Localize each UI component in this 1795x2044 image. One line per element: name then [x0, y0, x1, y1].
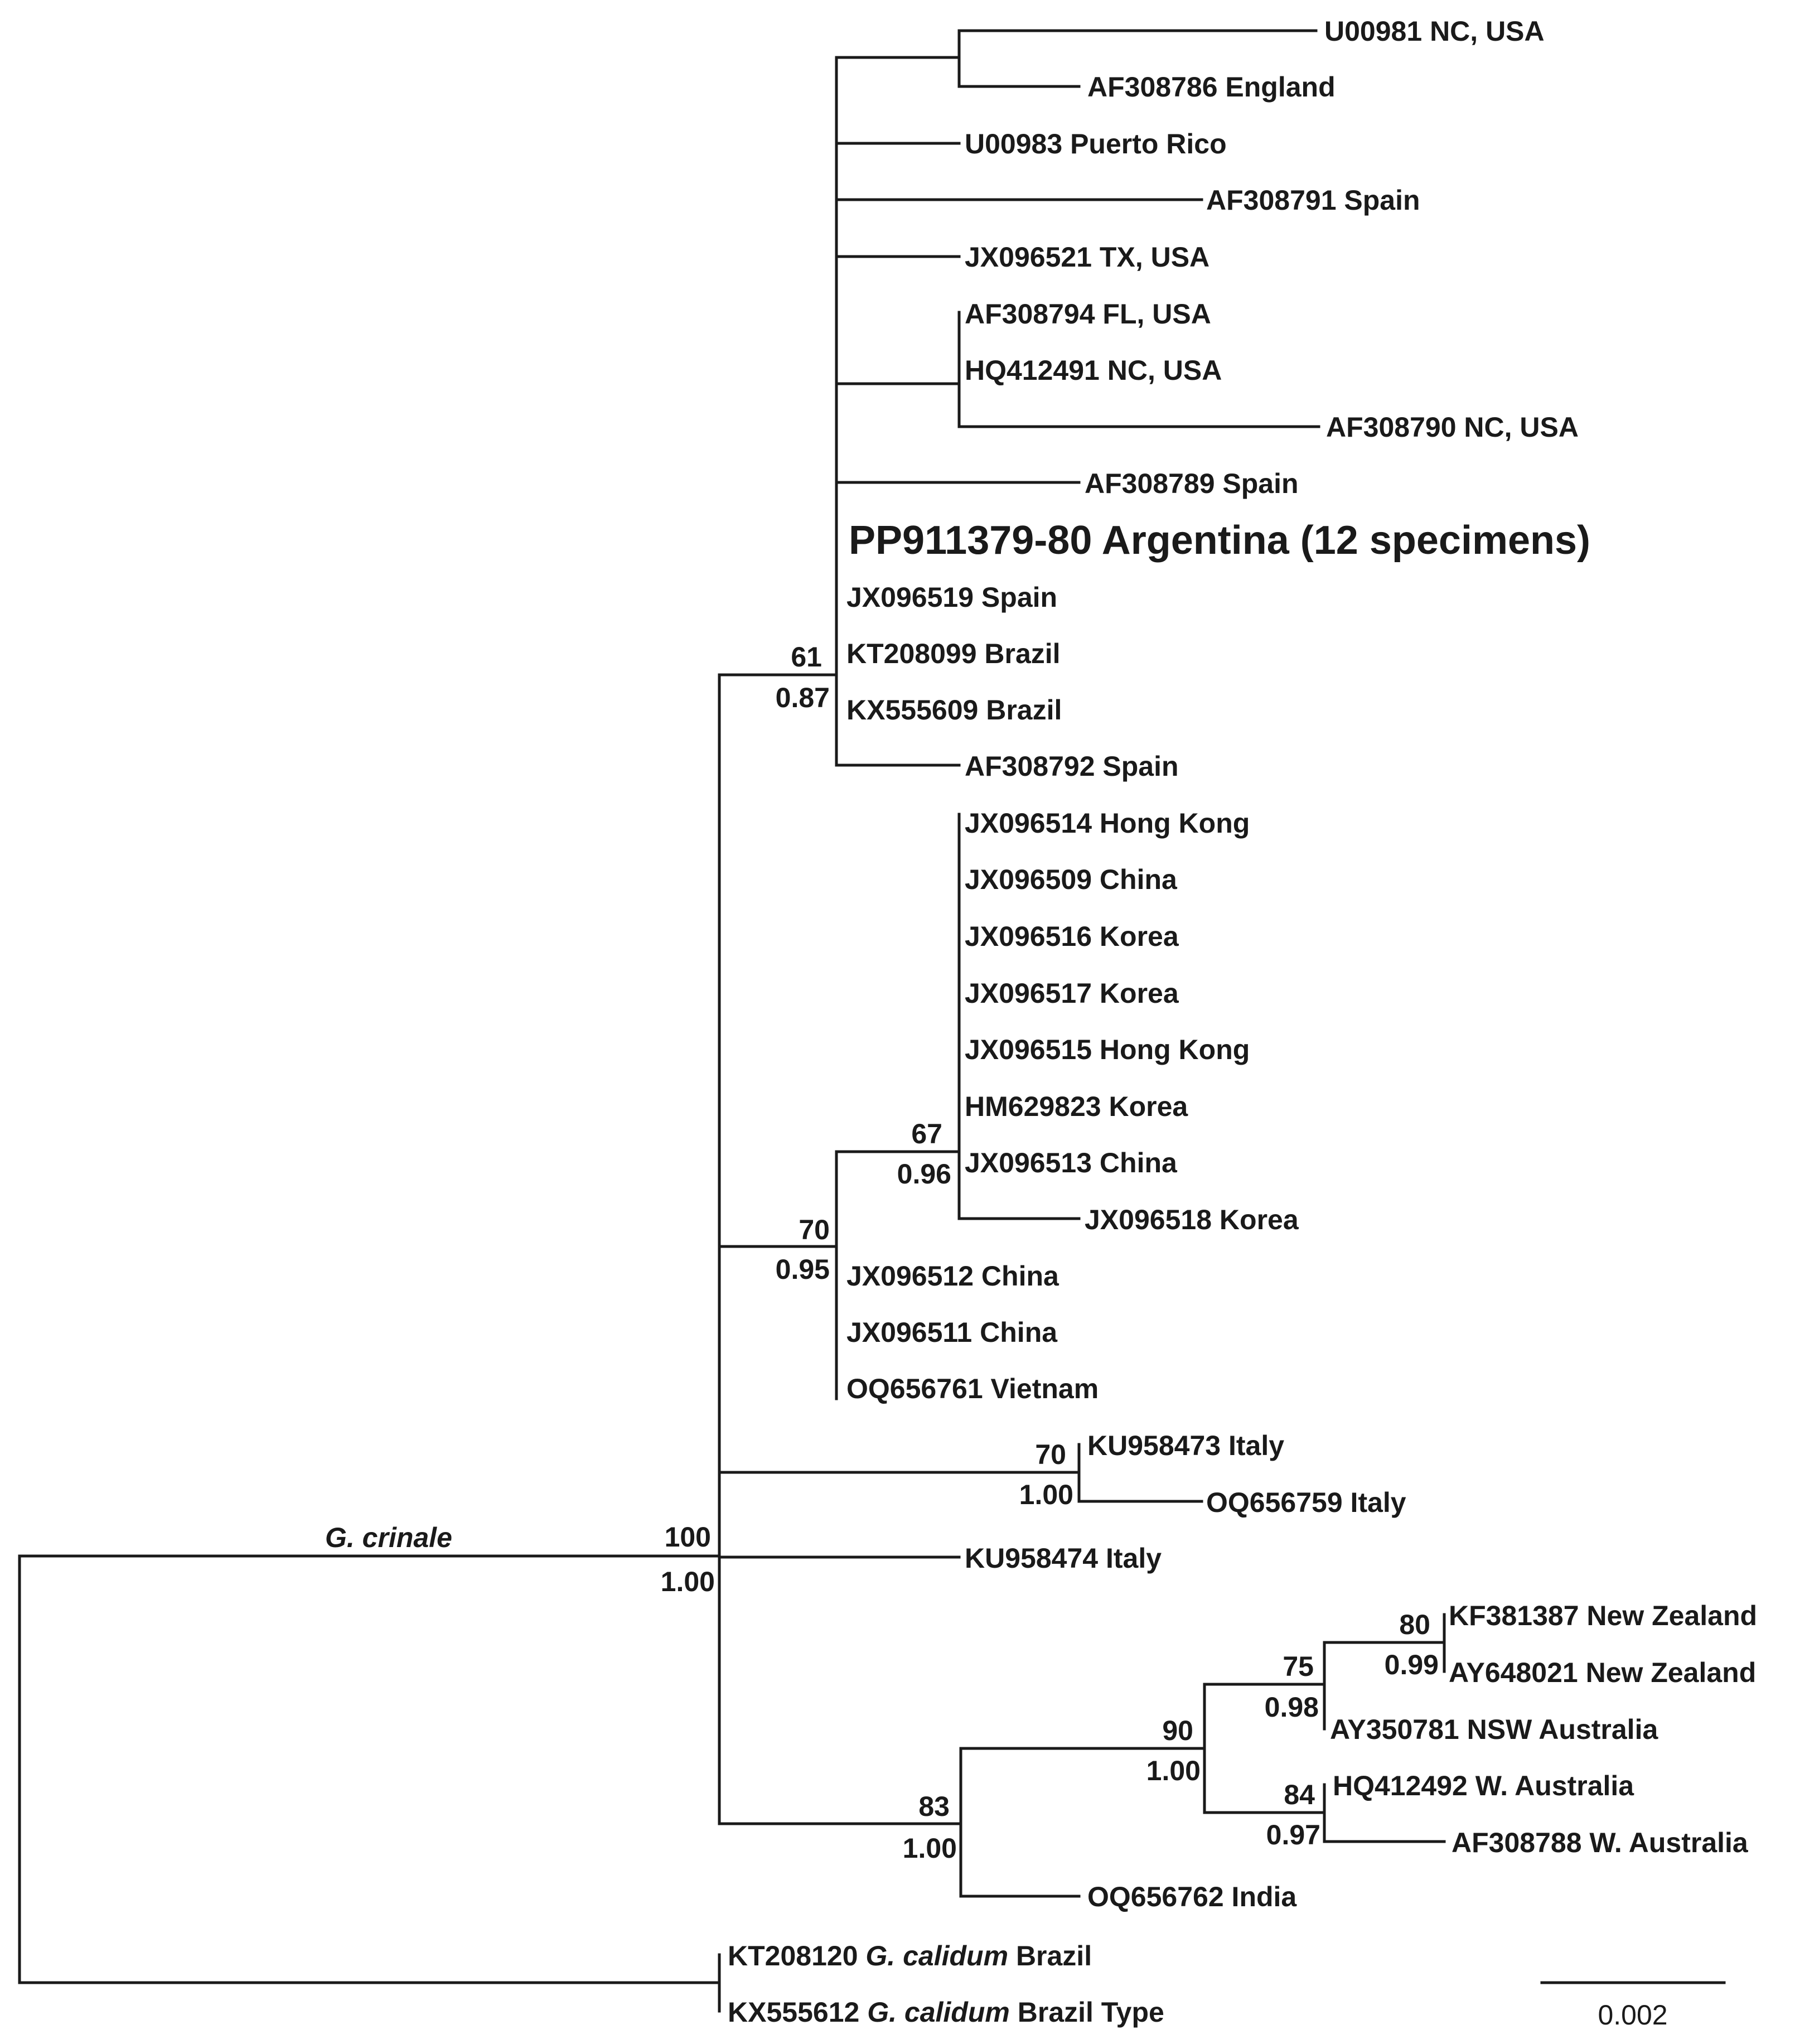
bootstrap-n75: 75 [1283, 1651, 1314, 1682]
tip-label-JX096513: JX096513 China [965, 1147, 1178, 1178]
tip-label-HM629823: HM629823 Korea [965, 1091, 1188, 1122]
tip-label-KU958473: KU958473 Italy [1087, 1430, 1284, 1461]
tip-label-AF308791: AF308791 Spain [1206, 185, 1420, 216]
posterior-n80: 0.99 [1385, 1649, 1439, 1680]
tip-label-AF308794: AF308794 FL, USA [965, 298, 1211, 330]
posterior-n75: 0.98 [1265, 1692, 1319, 1723]
tip-label-AY350781: AY350781 NSW Australia [1330, 1714, 1658, 1745]
scale-bar-label: 0.002 [1598, 1999, 1667, 2031]
bootstrap-n90: 90 [1162, 1715, 1193, 1746]
tip-labels: U00981 NC, USA AF308786 England U00983 P… [728, 16, 1757, 2028]
bootstrap-n61: 61 [791, 641, 822, 673]
posterior-n84: 0.97 [1266, 1819, 1320, 1850]
bootstrap-crinale: 100 [665, 1521, 711, 1553]
tip-label-JX096515: JX096515 Hong Kong [965, 1034, 1250, 1065]
tip-label-KU958474: KU958474 Italy [965, 1543, 1162, 1574]
tip-label-OQ656762: OQ656762 India [1087, 1881, 1297, 1912]
tip-label-JX096517: JX096517 Korea [965, 978, 1179, 1009]
clade-label-crinale: G. crinale [325, 1522, 452, 1553]
tip-label-JX096518: JX096518 Korea [1085, 1204, 1299, 1235]
support-values: 100 1.00 61 0.87 70 0.95 67 0.96 70 1.00… [661, 641, 1439, 1864]
tip-label-AF308786: AF308786 England [1087, 71, 1336, 103]
tip-label-AY648021: AY648021 New Zealand [1449, 1657, 1756, 1688]
tip-label-AF308788: AF308788 W. Australia [1452, 1827, 1749, 1858]
tip-label-KT208120: KT208120 G. calidum Brazil [728, 1940, 1092, 1971]
posterior-n70: 0.95 [776, 1254, 830, 1285]
posterior-crinale: 1.00 [661, 1566, 715, 1597]
tip-label-JX096512: JX096512 China [846, 1260, 1059, 1292]
posterior-italy: 1.00 [1019, 1479, 1073, 1510]
posterior-n61: 0.87 [776, 682, 830, 713]
tip-label-JX096514: JX096514 Hong Kong [965, 808, 1250, 839]
posterior-n83: 1.00 [903, 1833, 957, 1864]
tip-label-JX096516: JX096516 Korea [965, 921, 1179, 952]
bootstrap-n83: 83 [918, 1791, 950, 1822]
tip-label-AF308789: AF308789 Spain [1085, 468, 1299, 499]
scale-bar: 0.002 [1540, 1981, 1726, 2031]
tip-label-AF308790: AF308790 NC, USA [1326, 412, 1579, 443]
tip-label-U00983: U00983 Puerto Rico [965, 128, 1227, 160]
posterior-n67: 0.96 [897, 1158, 951, 1190]
tip-label-KF381387: KF381387 New Zealand [1449, 1600, 1757, 1631]
tip-label-PP911379: PP911379-80 Argentina (12 specimens) [849, 518, 1590, 563]
tip-label-HQ412491: HQ412491 NC, USA [965, 355, 1222, 386]
bootstrap-n80: 80 [1399, 1609, 1430, 1640]
tip-label-KX555609: KX555609 Brazil [846, 694, 1062, 726]
tip-label-OQ656759: OQ656759 Italy [1206, 1487, 1406, 1518]
tip-label-JX096509: JX096509 China [965, 864, 1178, 895]
tip-label-JX096519: JX096519 Spain [846, 582, 1057, 613]
tree-branches [18, 29, 1446, 2013]
tip-label-JX096511: JX096511 China [846, 1317, 1058, 1348]
bootstrap-n67: 67 [911, 1118, 942, 1149]
posterior-n90: 1.00 [1146, 1755, 1201, 1786]
tip-label-OQ656761: OQ656761 Vietnam [846, 1373, 1099, 1404]
tip-label-HQ412492: HQ412492 W. Australia [1333, 1770, 1634, 1801]
bootstrap-n70: 70 [799, 1214, 830, 1245]
tip-label-AF308792: AF308792 Spain [965, 751, 1179, 782]
tip-label-KT208099: KT208099 Brazil [846, 638, 1061, 669]
tip-label-KX555612: KX555612 G. calidum Brazil Type [728, 1997, 1164, 2028]
tip-label-U00981: U00981 NC, USA [1324, 16, 1545, 47]
tip-label-JX096521: JX096521 TX, USA [965, 241, 1209, 273]
bootstrap-italy: 70 [1035, 1439, 1066, 1470]
bootstrap-n84: 84 [1284, 1779, 1315, 1810]
